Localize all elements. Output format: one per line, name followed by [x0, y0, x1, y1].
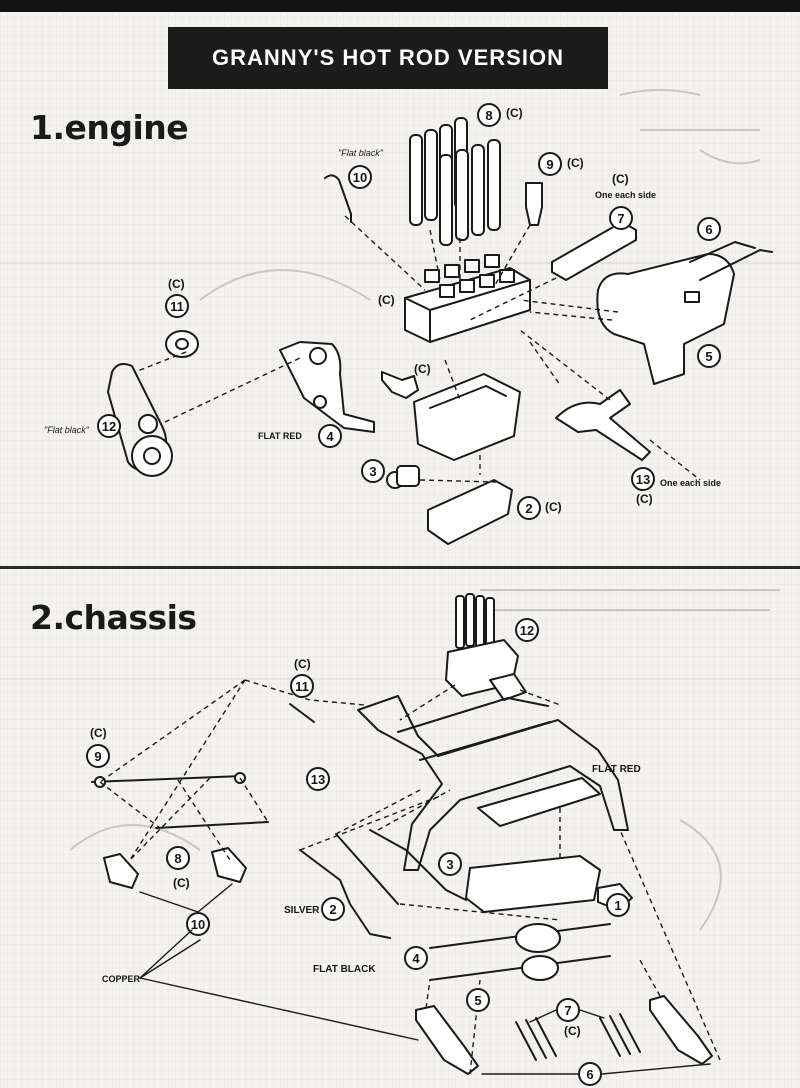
left-spindle-drawing	[103, 853, 139, 889]
timing-cover-drawing	[279, 341, 375, 433]
drag-link-drawing	[289, 703, 315, 723]
note-copper: COPPER	[102, 974, 141, 984]
part-13-badge: 13	[631, 467, 655, 491]
left-rear-spring-drawing	[415, 1005, 479, 1075]
part-7-badge: 7	[609, 206, 633, 230]
c-mark: (C)	[564, 1024, 581, 1038]
part-3-badge: 3	[438, 852, 462, 876]
part-6-badge: 6	[578, 1062, 602, 1086]
part-1-badge: 1	[606, 893, 630, 917]
part-12-badge: 12	[97, 414, 121, 438]
radius-rod-drawing	[335, 833, 399, 905]
part-5-badge: 5	[466, 988, 490, 1012]
c-mark: (C)	[636, 492, 653, 506]
exhaust-tips-drawing	[515, 1013, 641, 1061]
c-mark: (C)	[612, 172, 629, 186]
part-11-badge: 11	[290, 674, 314, 698]
distributor-drawing	[525, 182, 543, 226]
c-mark: (C)	[545, 500, 562, 514]
part-5-badge: 5	[697, 344, 721, 368]
dipstick-drawing	[324, 174, 352, 223]
note-flat-black: "Flat black"	[338, 148, 383, 158]
oil-pan-drawing	[413, 373, 521, 461]
belt-assembly-drawing	[107, 363, 173, 477]
chassis-frame-drawing	[357, 695, 629, 871]
c-mark: (C)	[414, 362, 431, 376]
section-divider	[0, 566, 800, 569]
fold-line	[0, 678, 800, 680]
note-flat-black: "Flat black"	[44, 425, 89, 435]
engine-assembly-drawing	[445, 593, 527, 701]
c-mark: (C)	[90, 726, 107, 740]
part-4-badge: 4	[318, 424, 342, 448]
tie-rod-drawing	[155, 821, 269, 829]
chassis-section-title: 2.chassis	[30, 598, 197, 637]
oil-filter-drawing	[386, 465, 420, 489]
part-3-badge: 3	[361, 459, 385, 483]
c-mark: (C)	[173, 876, 190, 890]
part-8-badge: 8	[477, 103, 501, 127]
exhaust-header-drawing	[555, 389, 651, 461]
note-one-each-side: One each side	[595, 190, 657, 200]
fold-line	[0, 262, 800, 264]
c-mark: (C)	[567, 156, 584, 170]
part-10-badge: 10	[348, 165, 372, 189]
engine-section-title: 1.engine	[30, 108, 189, 147]
engine-exploded-diagram	[107, 117, 773, 545]
c-mark: (C)	[378, 293, 395, 307]
part-7-badge: 7	[556, 998, 580, 1022]
part-2-badge: 2	[321, 897, 345, 921]
c-mark: (C)	[506, 106, 523, 120]
exhaust-pipe-drawing	[299, 849, 391, 939]
note-flat-red: FLAT RED	[592, 764, 641, 775]
note-one-each-side: One each side	[660, 478, 722, 488]
note-flat-black: FLAT BLACK	[313, 964, 376, 975]
part-13-badge: 13	[306, 767, 330, 791]
page-banner: GRANNY'S HOT ROD VERSION	[168, 27, 608, 89]
c-mark: (C)	[294, 657, 311, 671]
part-8-badge: 8	[166, 846, 190, 870]
part-2-badge: 2	[517, 496, 541, 520]
part-4-badge: 4	[404, 946, 428, 970]
transmission-drawing	[596, 241, 773, 385]
fan-pulley-drawing	[165, 330, 199, 358]
intake-stacks-drawing	[409, 117, 501, 246]
part-12-badge: 12	[515, 618, 539, 642]
part-9-badge: 9	[538, 152, 562, 176]
right-rear-spring-drawing	[649, 995, 713, 1065]
exhaust-pipe-2-drawing	[369, 829, 467, 901]
gas-tank-drawing	[465, 855, 601, 913]
pointing-hand-icon	[381, 371, 419, 399]
note-flat-red: FLAT RED	[258, 431, 302, 441]
rear-axle-drawing	[429, 923, 611, 981]
note-silver: SILVER	[284, 905, 320, 916]
part-11-badge: 11	[165, 294, 189, 318]
top-bar	[0, 0, 800, 12]
c-mark: (C)	[168, 277, 185, 291]
oil-pan-lower-drawing	[427, 479, 513, 545]
right-spindle-drawing	[211, 847, 247, 883]
part-6-badge: 6	[697, 217, 721, 241]
part-9-badge: 9	[86, 744, 110, 768]
engine-block-drawing	[404, 254, 531, 343]
